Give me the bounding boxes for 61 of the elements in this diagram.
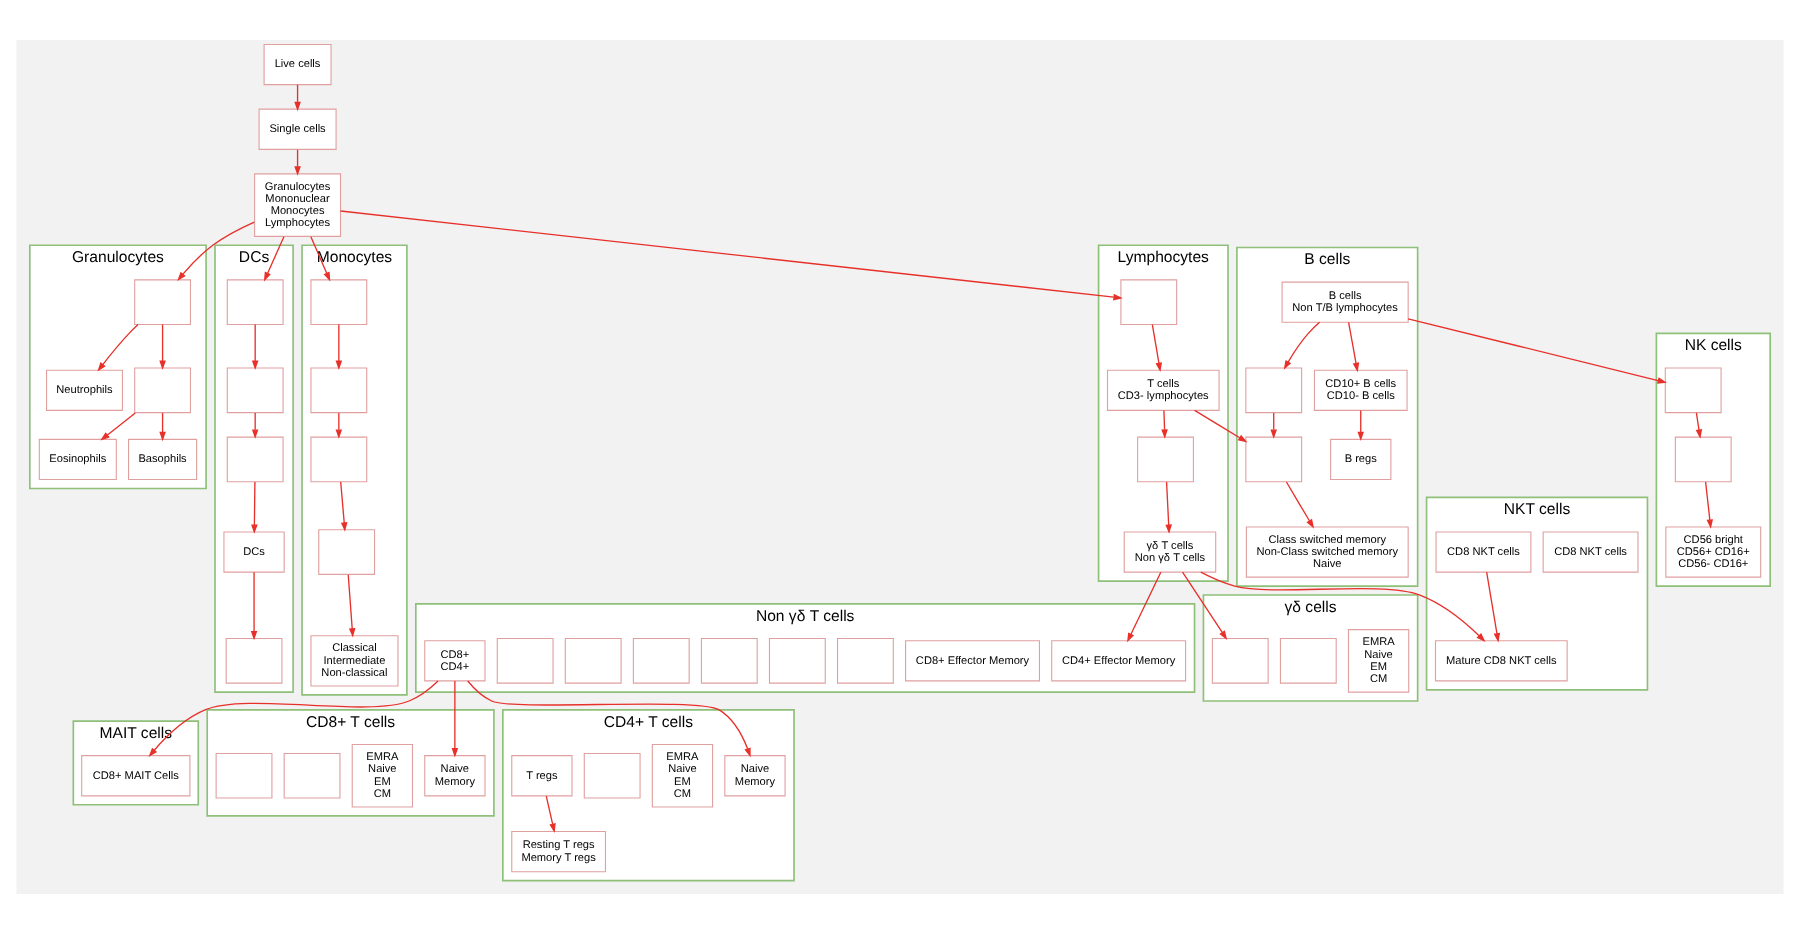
arrow bbox=[1283, 321, 1321, 370]
arrow bbox=[177, 221, 255, 282]
arrow bbox=[451, 680, 459, 758]
arrow bbox=[1486, 571, 1501, 643]
arrow bbox=[310, 236, 331, 282]
node-box bbox=[225, 637, 283, 684]
arrow bbox=[1704, 481, 1714, 529]
node-box bbox=[134, 367, 192, 414]
arrow bbox=[1200, 571, 1486, 642]
arrow bbox=[251, 481, 258, 534]
arrow bbox=[263, 236, 285, 282]
arrow bbox=[250, 571, 258, 641]
node-box bbox=[632, 637, 690, 684]
node-box bbox=[226, 279, 284, 326]
node-box bbox=[310, 436, 368, 483]
arrow bbox=[1285, 481, 1314, 529]
arrow bbox=[1165, 481, 1172, 534]
node-box bbox=[226, 436, 284, 483]
arrow bbox=[1357, 409, 1365, 442]
node-box bbox=[215, 752, 273, 799]
node-box bbox=[1664, 367, 1722, 414]
node-box bbox=[1120, 279, 1178, 326]
node-box bbox=[226, 367, 284, 414]
arrow bbox=[335, 323, 343, 370]
arrow bbox=[467, 680, 751, 758]
node-box bbox=[496, 637, 554, 684]
node-box bbox=[134, 279, 192, 326]
arrow bbox=[1161, 409, 1168, 439]
node-box bbox=[836, 637, 894, 684]
node-box bbox=[283, 752, 341, 799]
arrow bbox=[251, 323, 259, 370]
node-box bbox=[1279, 637, 1337, 684]
arrow bbox=[97, 323, 139, 372]
arrow bbox=[1127, 571, 1162, 643]
arrow bbox=[1151, 323, 1163, 372]
arrow bbox=[340, 210, 1123, 301]
arrow bbox=[347, 574, 356, 638]
arrow bbox=[1695, 412, 1703, 439]
node-box bbox=[1674, 436, 1732, 483]
node-box bbox=[1137, 436, 1194, 483]
node-box bbox=[1245, 436, 1303, 483]
node-box bbox=[700, 637, 758, 684]
arrow bbox=[545, 795, 556, 833]
arrow bbox=[1181, 571, 1228, 640]
arrow bbox=[100, 412, 136, 441]
arrow bbox=[159, 412, 166, 442]
node-box bbox=[768, 637, 826, 684]
node-box bbox=[564, 637, 622, 684]
arrow bbox=[159, 323, 166, 370]
node-box bbox=[1245, 367, 1303, 414]
arrow bbox=[148, 680, 439, 757]
node-box bbox=[583, 752, 641, 799]
arrow bbox=[1193, 409, 1248, 443]
arrow bbox=[335, 412, 343, 439]
node-box bbox=[318, 529, 376, 575]
node-box bbox=[310, 279, 368, 326]
node-box bbox=[310, 367, 368, 414]
arrow bbox=[1347, 321, 1360, 373]
arrow bbox=[340, 481, 348, 532]
node-box bbox=[1211, 637, 1269, 684]
arrow bbox=[1407, 318, 1667, 384]
